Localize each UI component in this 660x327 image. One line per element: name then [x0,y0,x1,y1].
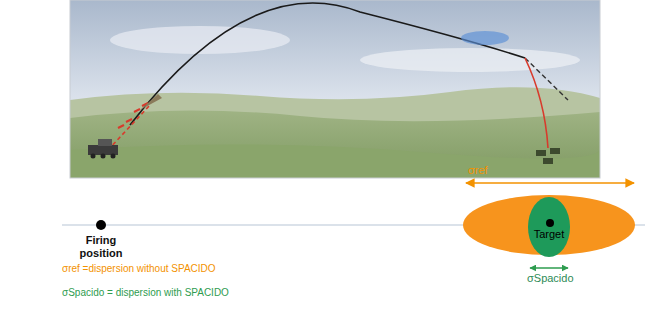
dispersion-symbol: σSpacido [527,272,574,284]
launcher-turret [98,139,112,146]
sky [70,0,600,178]
rocket [140,94,162,110]
correction-pulses [118,103,148,128]
uncorrected-trajectory [525,58,568,100]
position-label: Firing position [71,234,131,260]
legend-text: σref =dispersion without SPACIDO [62,263,216,274]
dispersion-arrow [466,182,634,184]
corrected-trajectory [525,58,548,148]
position-dot [71,219,131,231]
trajectory [130,3,525,125]
target-vehicle [543,158,553,164]
legend-entry: σSpacido = dispersion with SPACIDO [62,287,229,298]
launcher [88,139,118,159]
foreground [70,144,600,178]
battlefield-picture [70,0,600,178]
position-dot [96,220,106,230]
target-label: Target [527,196,571,241]
targets [536,148,560,164]
picture-frame [70,0,600,178]
wheel [101,154,106,159]
dispersion-arrow [530,267,568,268]
cloud [360,48,580,72]
correction-burst [461,31,509,45]
target-dot [546,219,554,227]
wheel [91,154,96,159]
dispersion-with-ellipse [528,197,570,257]
target-vehicle [536,150,546,156]
target-vehicle [550,148,560,154]
legend-text: σSpacido = dispersion with SPACIDO [62,287,229,298]
dispersion-symbol: σref [468,164,488,176]
target-dispersion-ellipse: Target [527,196,571,258]
legend-entry: σref =dispersion without SPACIDO [62,263,216,274]
firing-position-marker: Firing position [71,219,131,260]
wheel [111,154,116,159]
launch-path [108,105,150,150]
ellipse-outline [527,196,571,258]
terrain [70,110,600,178]
